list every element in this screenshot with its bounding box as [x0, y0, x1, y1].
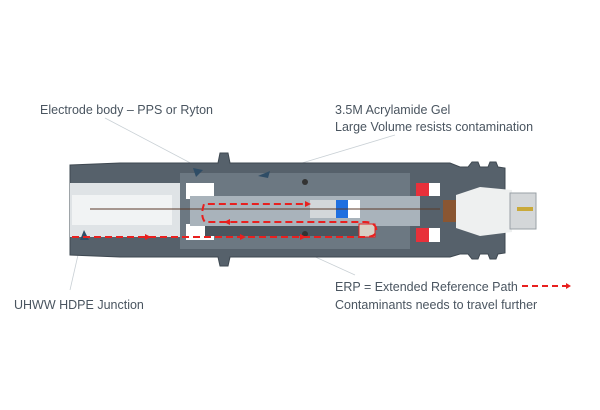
seal-white: [429, 228, 440, 242]
legend-dashed-arrow: [522, 283, 571, 289]
o-ring: [302, 231, 308, 237]
junction-plug: [358, 223, 376, 238]
seal-white: [429, 183, 440, 196]
extended-reference-path: [72, 203, 378, 238]
label-gel-volume: Large Volume resists contamination: [335, 120, 534, 134]
label-erp: ERP = Extended Reference Path: [335, 280, 518, 294]
label-junction: UHWW HDPE Junction: [14, 298, 144, 312]
path-arrowheads: [145, 201, 311, 240]
gel-channel: [205, 226, 365, 236]
window: [186, 183, 214, 199]
connector-insulator: [456, 187, 512, 236]
connector-pin: [517, 207, 533, 211]
label-contaminants: Contaminants needs to travel further: [335, 298, 538, 312]
contact-brown: [443, 200, 456, 222]
label-electrode-body: Electrode body – PPS or Ryton: [40, 103, 214, 117]
seal-red: [416, 183, 429, 196]
pointer-triangle: [258, 171, 270, 178]
seal-red: [416, 228, 429, 242]
label-gel: 3.5M Acrylamide Gel: [335, 103, 451, 117]
junction-insert: [72, 195, 172, 225]
pointer-triangle: [193, 168, 203, 177]
o-ring: [302, 179, 308, 185]
